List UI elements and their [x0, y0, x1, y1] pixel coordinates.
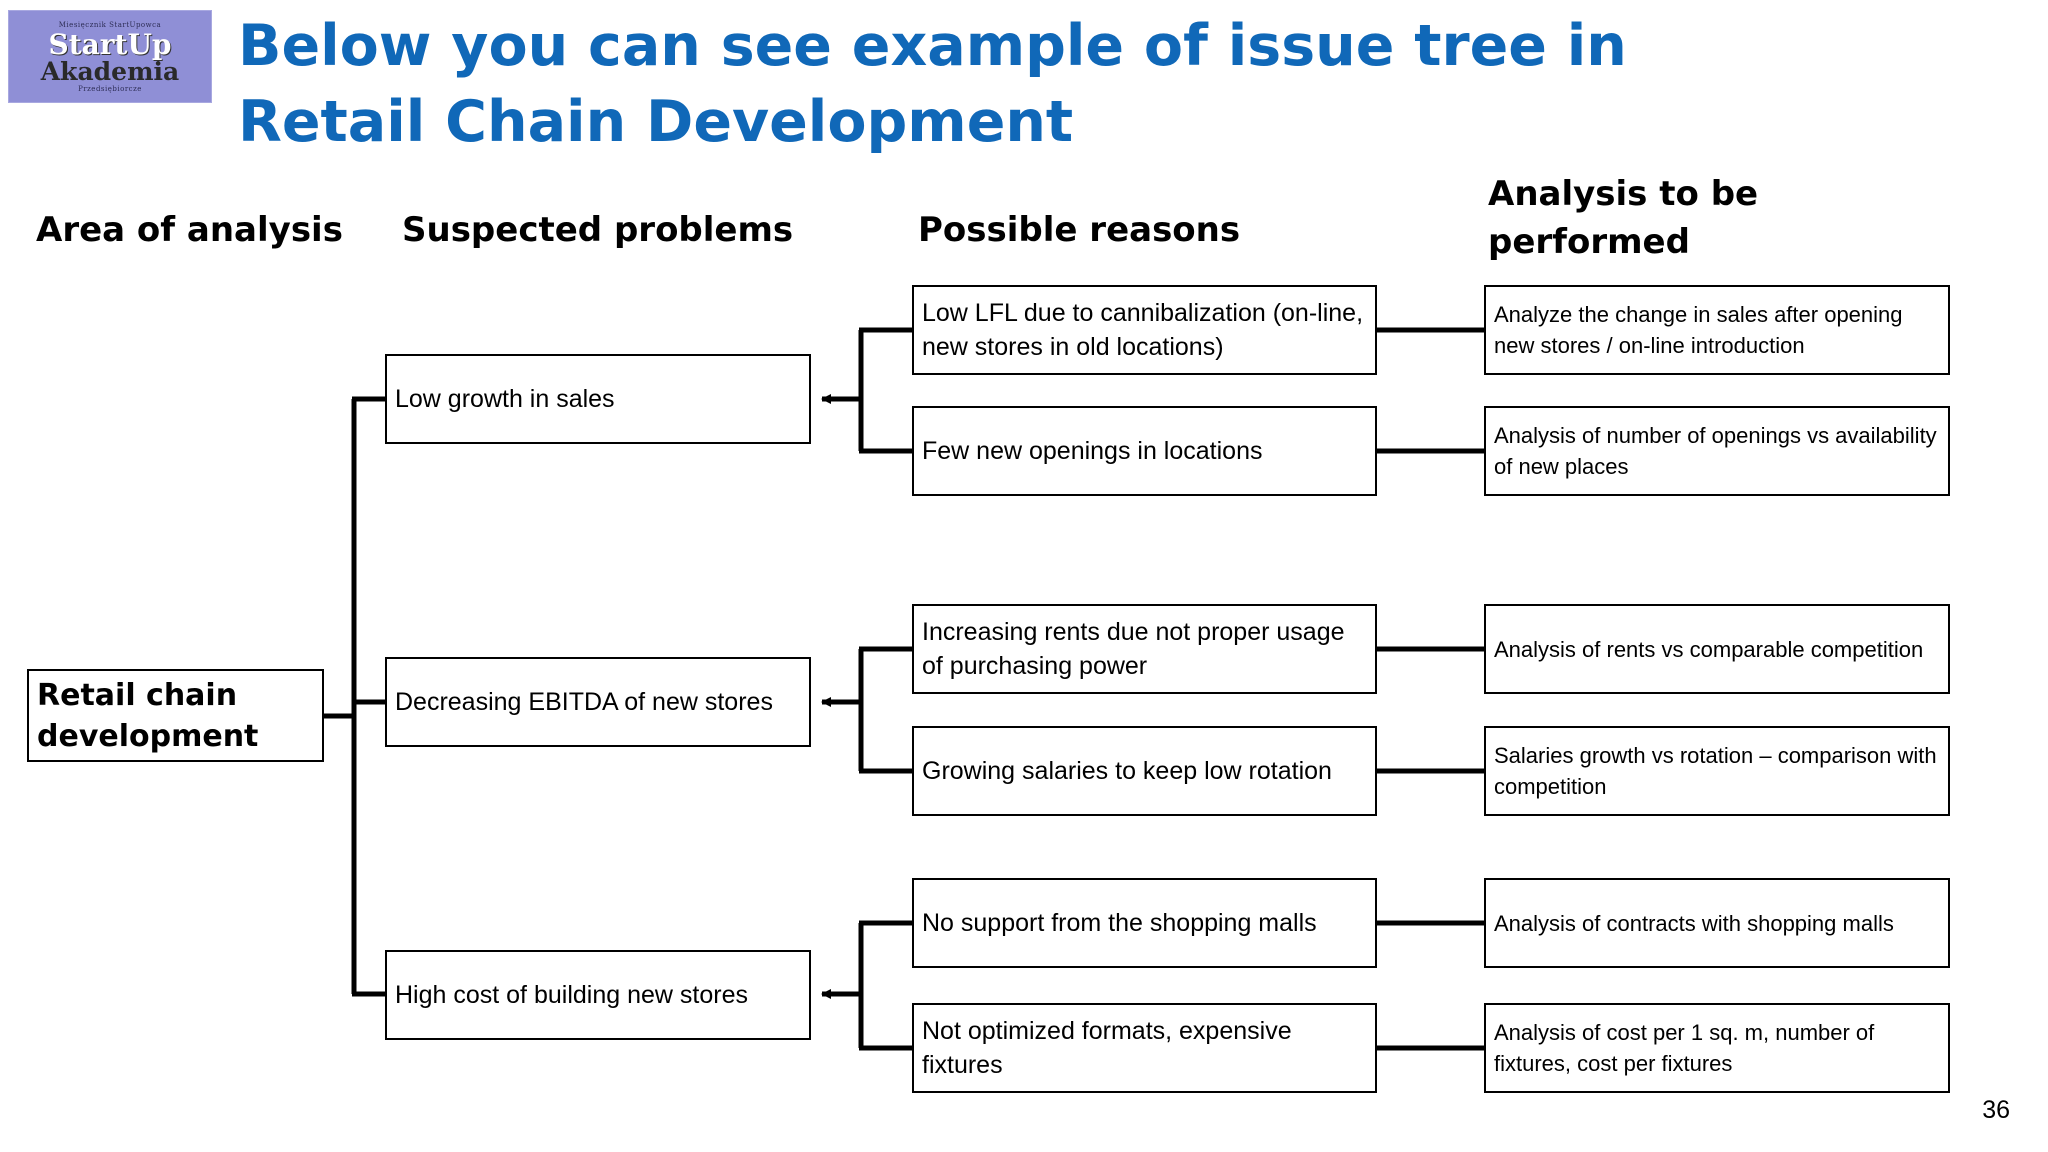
problem-node-2: Decreasing EBITDA of new stores	[385, 657, 811, 747]
reason-node-3-2: Not optimized formats, expensive fixture…	[912, 1003, 1377, 1093]
analysis-label: Analysis of cost per 1 sq. m, number of …	[1494, 1020, 1875, 1076]
root-node: Retail chain development	[27, 669, 324, 762]
reason-node-3-1: No support from the shopping malls	[912, 878, 1377, 968]
analysis-node-3-1: Analysis of contracts with shopping mall…	[1484, 878, 1950, 968]
column-heading-problems: Suspected problems	[402, 210, 794, 250]
slide-title: Below you can see example of issue tree …	[238, 13, 1627, 155]
page-number: 36	[1982, 1096, 2010, 1124]
analysis-node-2-1: Analysis of rents vs comparable competit…	[1484, 604, 1950, 694]
reason-label: No support from the shopping malls	[922, 909, 1317, 937]
analysis-label: Salaries growth vs rotation – comparison…	[1494, 743, 1937, 799]
root-node-label: Retail chain development	[37, 677, 259, 754]
problem-label: Decreasing EBITDA of new stores	[395, 688, 773, 716]
startup-akademia-logo: Miesięcznik StartUpowca StartUp Akademia…	[8, 10, 212, 103]
reason-node-2-2: Growing salaries to keep low rotation	[912, 726, 1377, 816]
logo-tagline-top: Miesięcznik StartUpowca	[58, 20, 162, 29]
problem-label: Low growth in sales	[395, 385, 615, 413]
problem-node-3: High cost of building new stores	[385, 950, 811, 1040]
logo-line-1: StartUp	[48, 27, 172, 61]
reason-node-1-1: Low LFL due to cannibalization (on-line,…	[912, 285, 1377, 375]
problem-label: High cost of building new stores	[395, 981, 748, 1009]
analysis-node-3-2: Analysis of cost per 1 sq. m, number of …	[1484, 1003, 1950, 1093]
analysis-node-1-1: Analyze the change in sales after openin…	[1484, 285, 1950, 375]
logo-tagline-bottom: Przedsiębiorcze	[78, 84, 142, 93]
problem-node-1: Low growth in sales	[385, 354, 811, 444]
reason-node-2-1: Increasing rents due not proper usage of…	[912, 604, 1377, 694]
analysis-node-2-2: Salaries growth vs rotation – comparison…	[1484, 726, 1950, 816]
reason-node-1-2: Few new openings in locations	[912, 406, 1377, 496]
reason-label: Few new openings in locations	[922, 437, 1263, 465]
column-heading-area: Area of analysis	[36, 210, 343, 250]
column-heading-reasons: Possible reasons	[918, 210, 1241, 250]
reason-label: Increasing rents due not proper usage of…	[922, 618, 1345, 680]
analysis-label: Analysis of number of openings vs availa…	[1494, 423, 1937, 479]
reason-label: Not optimized formats, expensive fixture…	[922, 1017, 1292, 1079]
analysis-node-1-2: Analysis of number of openings vs availa…	[1484, 406, 1950, 496]
logo-line-2: Akademia	[40, 56, 180, 86]
reason-label: Low LFL due to cannibalization (on-line,…	[922, 299, 1364, 361]
analysis-label: Analysis of rents vs comparable competit…	[1494, 636, 1924, 662]
reason-label: Growing salaries to keep low rotation	[922, 757, 1332, 785]
analysis-label: Analysis of contracts with shopping mall…	[1494, 910, 1894, 936]
analysis-label: Analyze the change in sales after openin…	[1494, 302, 1903, 358]
column-heading-analysis: Analysis to be performed	[1488, 174, 1759, 262]
